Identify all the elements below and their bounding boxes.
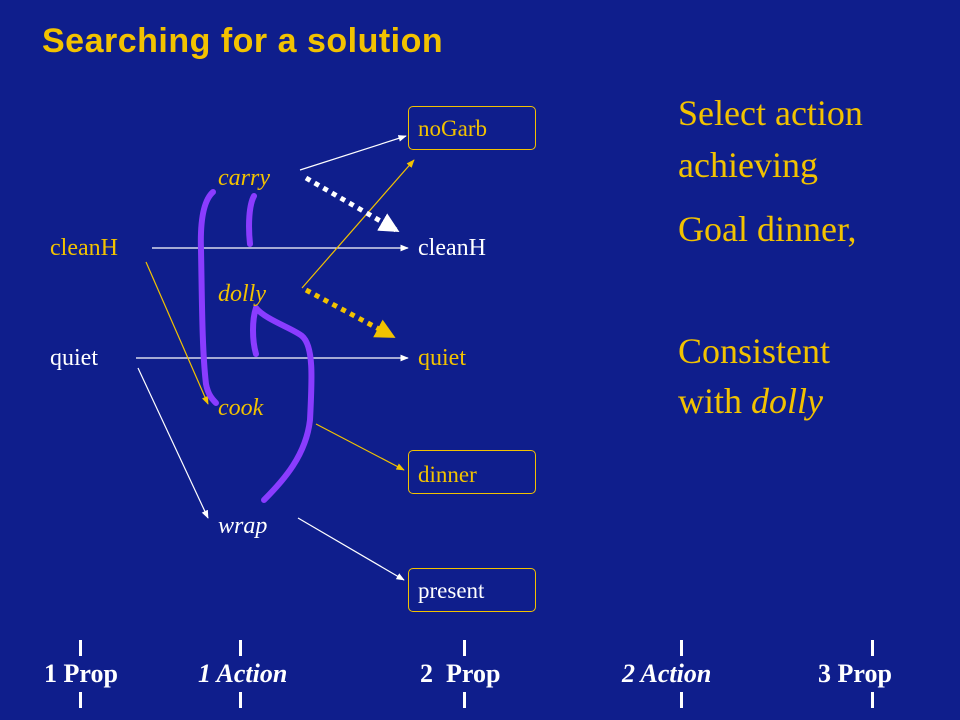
level-tick-top xyxy=(463,640,466,656)
prop-quiet-level1: quiet xyxy=(50,345,98,371)
level-tick-bottom xyxy=(79,692,82,708)
level-label-2-prop: 2 Prop xyxy=(420,659,501,688)
action-dolly: dolly xyxy=(218,281,266,307)
level-tick-top xyxy=(79,640,82,656)
edge-cleanH-cook xyxy=(145,261,209,405)
mutex-mark-dolly xyxy=(250,305,259,357)
edge-cook-dinner xyxy=(315,423,405,471)
prop-noGarb-level2: noGarb xyxy=(418,116,487,141)
side-text-line2: achieving xyxy=(678,145,818,185)
side-text-line4: Consistent xyxy=(678,331,831,371)
edge-wrap-present xyxy=(297,517,405,581)
edge-carry-noGarb xyxy=(299,135,407,171)
level-tick-bottom xyxy=(463,692,466,708)
edge-quiet-wrap xyxy=(137,367,209,519)
side-text-with: with xyxy=(678,381,752,421)
action-carry: carry xyxy=(218,165,270,191)
edge-dolly-noGarb xyxy=(301,159,415,289)
level-label-3-prop: 3 Prop xyxy=(818,659,892,688)
level-tick-top xyxy=(871,640,874,656)
slide-title: Searching for a solution xyxy=(42,22,444,60)
prop-quiet-level2: quiet xyxy=(418,345,466,371)
side-text-line1: Select action xyxy=(678,93,863,133)
side-text-dolly: dolly xyxy=(751,381,823,421)
prop-dinner-level2: dinner xyxy=(418,462,477,487)
mutex-carry-cleanH xyxy=(304,175,400,233)
level-tick-top xyxy=(239,640,242,656)
level-label-2-action: 2 Action xyxy=(622,659,712,688)
level-tick-bottom xyxy=(871,692,874,708)
prop-cleanH-level1: cleanH xyxy=(50,235,118,261)
goal-box-present xyxy=(408,568,536,612)
side-text-line5: with dolly xyxy=(678,380,823,422)
level-tick-bottom xyxy=(239,692,242,708)
side-text-line3: Goal dinner, xyxy=(678,209,857,249)
goal-box-noGarb xyxy=(408,106,536,150)
action-wrap: wrap xyxy=(218,513,268,539)
mutex-mark-left xyxy=(197,189,219,406)
goal-box-dinner xyxy=(408,450,536,494)
level-label-1-action: 1 Action xyxy=(198,659,288,688)
mutex-mark-right xyxy=(253,305,315,503)
level-tick-bottom xyxy=(680,692,683,708)
level-label-1-prop: 1 Prop xyxy=(44,659,118,688)
prop-present-level2: present xyxy=(418,578,485,603)
action-cook: cook xyxy=(218,395,264,421)
mutex-mark-carry xyxy=(246,193,257,247)
prop-cleanH-level2: cleanH xyxy=(418,235,486,261)
level-tick-top xyxy=(680,640,683,656)
mutex-dolly-quiet xyxy=(304,287,396,339)
